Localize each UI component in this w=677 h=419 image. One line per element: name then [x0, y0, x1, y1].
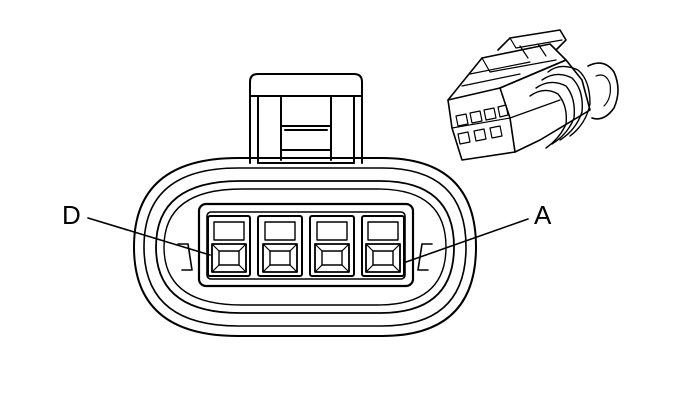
cavity-a [361, 215, 405, 277]
cavity-d [207, 215, 251, 277]
connector-isometric-view [447, 29, 619, 161]
connector-housing [133, 157, 477, 337]
cavity-c [257, 215, 303, 277]
leader-line-d [87, 217, 211, 256]
terminal-cavities [207, 215, 405, 277]
cavity-b [309, 215, 355, 277]
label-d: D [62, 200, 81, 230]
label-a: A [534, 200, 552, 230]
locking-tab [249, 73, 363, 164]
leader-line-a [405, 218, 529, 263]
